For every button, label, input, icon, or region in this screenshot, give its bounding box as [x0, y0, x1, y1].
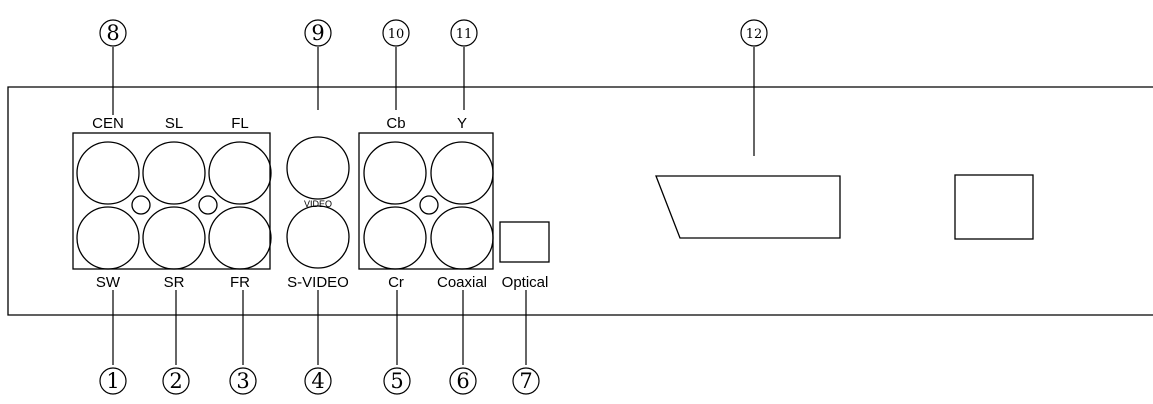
jack-cen	[76, 141, 140, 205]
screw-hole-component	[419, 195, 439, 215]
jack-fr	[208, 206, 272, 270]
callout-1: 1	[99, 367, 127, 395]
callout-3: 3	[229, 367, 257, 395]
label-cb: Cb	[386, 115, 405, 132]
jack-video	[286, 136, 350, 200]
label-svideo: S-VIDEO	[287, 274, 349, 291]
callout-4: 4	[304, 367, 332, 395]
label-y: Y	[457, 115, 467, 132]
svg-text:4: 4	[311, 369, 324, 393]
audio-output-block	[72, 132, 271, 270]
component-block	[358, 132, 494, 270]
jack-y	[430, 141, 494, 205]
callout-11: 11	[450, 19, 478, 47]
callout-6: 6	[449, 367, 477, 395]
svg-text:11: 11	[456, 27, 473, 42]
label-optical: Optical	[502, 274, 549, 291]
optical-port	[499, 221, 550, 263]
svg-text:2: 2	[169, 369, 182, 393]
label-sr: SR	[164, 274, 185, 291]
label-coaxial: Coaxial	[437, 274, 487, 291]
svg-text:12: 12	[746, 27, 763, 42]
screw-hole-right	[198, 195, 218, 215]
jack-sw	[76, 206, 140, 270]
label-fl: FL	[231, 115, 249, 132]
jack-coaxial	[430, 206, 494, 270]
label-cr: Cr	[388, 274, 404, 291]
svg-text:6: 6	[456, 369, 469, 393]
callout-8: 8	[99, 19, 127, 47]
screw-hole-left	[131, 195, 151, 215]
svg-text:1: 1	[106, 369, 119, 393]
jack-fl	[208, 141, 272, 205]
jack-cr	[363, 206, 427, 270]
jack-sl	[142, 141, 206, 205]
label-video: VIDEO	[304, 199, 332, 209]
scart-connector	[655, 175, 841, 239]
svg-text:3: 3	[236, 369, 249, 393]
panel-outline	[7, 86, 1153, 316]
callout-12: 12	[740, 19, 768, 47]
jack-cb	[363, 141, 427, 205]
label-fr: FR	[230, 274, 250, 291]
callout-10: 10	[382, 19, 410, 47]
power-socket	[954, 174, 1034, 240]
callout-9: 9	[304, 19, 332, 47]
svg-text:5: 5	[390, 369, 403, 393]
callout-5: 5	[383, 367, 411, 395]
svg-text:9: 9	[311, 21, 324, 45]
leader-lines	[112, 47, 755, 365]
label-cen: CEN	[92, 115, 124, 132]
svg-text:8: 8	[106, 21, 119, 45]
label-sl: SL	[165, 115, 183, 132]
jack-sr	[142, 206, 206, 270]
callout-7: 7	[512, 367, 540, 395]
label-sw: SW	[96, 274, 121, 291]
callout-2: 2	[162, 367, 190, 395]
svg-text:7: 7	[519, 369, 532, 393]
jack-svideo	[286, 205, 350, 269]
svg-text:10: 10	[388, 27, 405, 42]
